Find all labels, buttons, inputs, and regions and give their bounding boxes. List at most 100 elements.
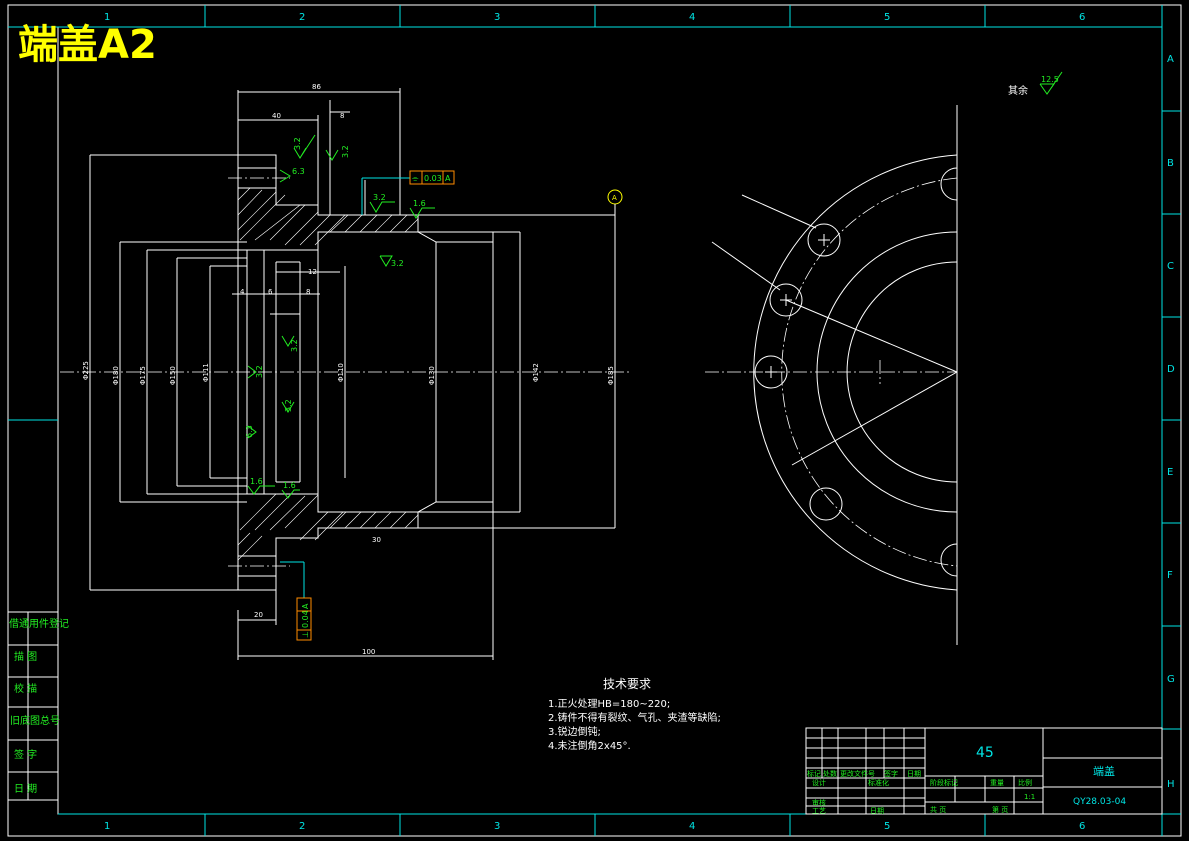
dim-label: 30 (372, 536, 381, 544)
dim-label: Φ130 (428, 366, 436, 385)
row-labels: A B C D E F G H (1167, 54, 1175, 790)
side-panel-cell: 日 期 (14, 783, 37, 795)
side-panel-cell: 旧底图总号 (10, 714, 60, 727)
dim-label: Φ185 (607, 366, 615, 385)
tech-item: 3.锐边倒钝; (548, 725, 601, 738)
tolerance-frame-flatness: ⌯ 0.03 A (361, 170, 455, 215)
tb-label: 重量 (990, 779, 1004, 787)
side-panel: 借通用件登记 描 图 校 描 旧底图总号 签 字 日 期 (7, 611, 69, 801)
roughness-value: 3.2 (293, 137, 302, 150)
col-label: 3 (494, 821, 500, 832)
tb-label: 设计 (812, 778, 826, 787)
dim-label: Φ110 (337, 363, 345, 382)
row-label: A (1167, 54, 1174, 65)
tb-label: 处数 (823, 769, 837, 778)
side-panel-cell: 签 字 (14, 748, 37, 761)
col-label: 5 (884, 821, 890, 832)
tech-requirements: 技术要求 1.正火处理HB=180~220; 2.铸件不得有裂纹、气孔、夹渣等缺… (548, 677, 721, 752)
row-label: D (1167, 364, 1175, 375)
roughness-value: 3.2 (284, 399, 293, 412)
tolerance-symbol: ⊥ (301, 631, 310, 638)
tb-label: 第 页 (992, 805, 1008, 814)
row-label: B (1167, 158, 1174, 169)
dim-label: Φ111 (202, 363, 210, 382)
tb-label: 工艺 (812, 807, 826, 815)
col-label: 6 (1079, 12, 1085, 23)
tolerance-datum: A (301, 603, 310, 609)
tolerance-datum: A (445, 174, 451, 183)
roughness-value: 6.3 (245, 425, 254, 438)
col-label: 6 (1079, 821, 1085, 832)
title-block: 45 端盖 QY28.03-04 标记 处数 更改文件号 签字 日期 设计 标准… (805, 727, 1163, 815)
dim-label: Φ150 (169, 366, 177, 385)
roughness-value: 3.2 (391, 259, 404, 268)
material: 45 (976, 745, 994, 761)
section-view: 86 40 8 100 20 Φ225 Φ180 Φ175 Φ150 Φ111 … (60, 83, 630, 660)
tech-title: 技术要求 (603, 677, 651, 691)
side-panel-cell: 借通用件登记 (9, 617, 69, 630)
dim-label: Φ142 (532, 363, 540, 382)
tech-item: 4.未注倒角2x45°. (548, 739, 631, 752)
roughness-value: 3.2 (255, 365, 264, 378)
roughness-value: 3.2 (290, 339, 299, 352)
dim-label: 86 (312, 83, 321, 91)
tb-label: 日期 (870, 807, 884, 815)
dim-label: 40 (272, 112, 281, 120)
row-label: F (1167, 570, 1173, 581)
outer-border (7, 4, 1182, 837)
tb-label: 共 页 (930, 805, 946, 814)
tb-label: 签字 (884, 769, 898, 778)
row-label: H (1167, 779, 1175, 790)
tb-label: 标准化 (868, 778, 889, 787)
col-label: 1 (104, 821, 110, 832)
col-label: 4 (689, 12, 695, 23)
row-label: C (1167, 261, 1174, 272)
dim-label: 8 (340, 112, 344, 120)
datum-label: A (612, 194, 617, 202)
dim-label: Φ175 (139, 366, 147, 385)
tb-label: 阶段标记 (930, 778, 958, 787)
tb-label: 更改文件号 (840, 769, 875, 778)
dim-label: 100 (362, 648, 375, 656)
side-panel-cell: 描 图 (14, 650, 37, 663)
inner-frame (57, 26, 1163, 815)
tech-item: 1.正火处理HB=180~220; (548, 698, 670, 710)
side-panel-cell: 校 描 (14, 682, 37, 695)
col-label: 4 (689, 821, 695, 832)
roughness-value: 1.6 (283, 481, 296, 490)
col-label: 5 (884, 12, 890, 23)
dim-label: Φ225 (82, 361, 90, 380)
roughness-value: 3.2 (341, 145, 350, 158)
end-view: 其余 12.5 (705, 71, 1063, 645)
tolerance-symbol: ⌯ (412, 174, 419, 183)
dim-label: 4 (240, 288, 245, 296)
dim-label: 6 (268, 288, 273, 296)
tolerance-frame-perpendicularity: ⊥ 0.04 A (280, 561, 312, 641)
zone-dividers (8, 5, 1181, 836)
tolerance-value: 0.03 (424, 174, 442, 183)
dim-label: 20 (254, 611, 263, 619)
dim-label: Φ180 (112, 366, 120, 385)
tb-label: 标记 (807, 769, 821, 778)
col-label: 2 (299, 12, 305, 23)
col-label: 2 (299, 821, 305, 832)
roughness-value: 3.2 (373, 193, 386, 202)
roughness-value: 1.6 (413, 199, 426, 208)
tech-item: 2.铸件不得有裂纹、气孔、夹渣等缺陷; (548, 711, 721, 724)
tolerance-value: 0.04 (301, 610, 310, 628)
roughness-marks: 3.2 3.2 6.3 3.2 1.6 3.2 3.2 3.2 3.2 6.3 … (245, 134, 435, 499)
tb-label: 比例 (1018, 778, 1032, 787)
column-labels-top: 1 2 3 4 5 6 (104, 12, 1085, 23)
drawing-number: QY28.03-04 (1073, 797, 1126, 807)
tb-label: 日期 (907, 770, 921, 778)
dim-label: 8 (306, 288, 310, 296)
part-name: 端盖 (1093, 764, 1115, 778)
column-labels-bottom: 1 2 3 4 5 6 (104, 821, 1085, 832)
roughness-value: 1.6 (250, 477, 263, 486)
sheet-title: 端盖A2 (18, 22, 157, 68)
row-label: E (1167, 467, 1173, 478)
col-label: 3 (494, 12, 500, 23)
roughness-other-value: 12.5 (1041, 75, 1059, 84)
row-label: G (1167, 674, 1175, 685)
